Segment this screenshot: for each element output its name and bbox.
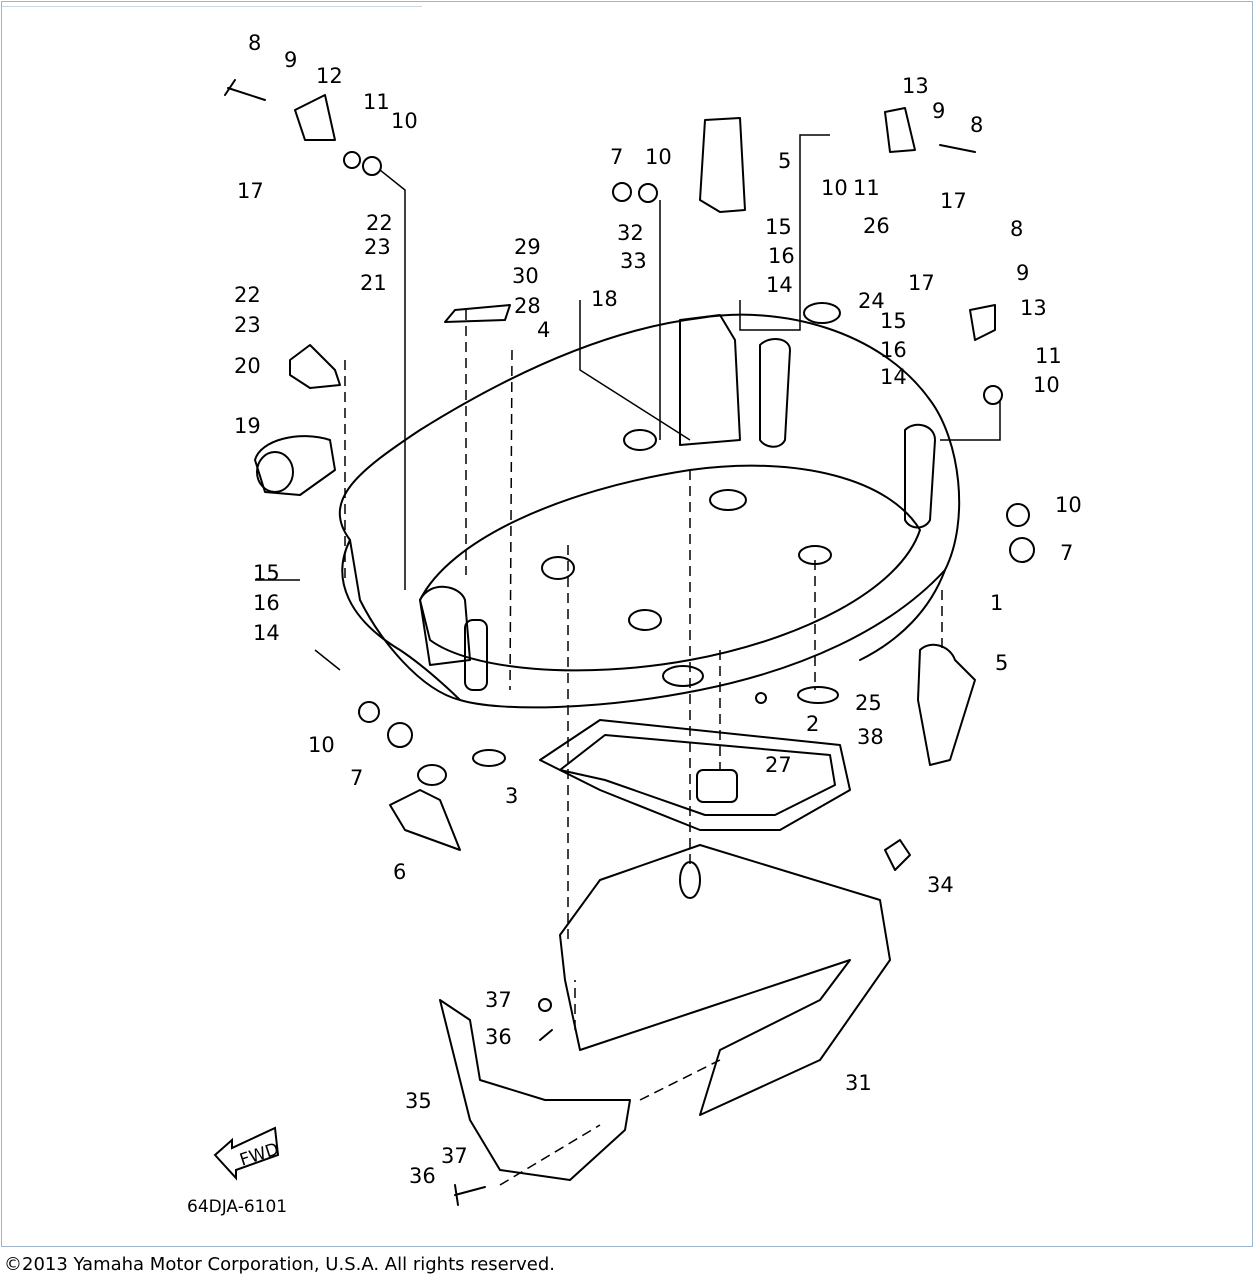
part-label-18: 18 [591,287,618,311]
part-label-27: 27 [765,753,792,777]
part-label-4: 4 [537,318,550,342]
part-label-9-right: 9 [1016,261,1029,285]
part-label-38: 38 [857,725,884,749]
part-label-7-right: 7 [1060,541,1073,565]
parts-diagram: 1 2 3 4 5 5 6 7 7 7 8 8 8 9 9 9 10 10 10… [187,31,1082,1217]
part-label-12: 12 [316,64,343,88]
drawing-code: 64DJA-6101 [187,1197,287,1217]
part-label-20: 20 [234,354,261,378]
part-label-15-a: 15 [765,215,792,239]
part-label-1: 1 [990,591,1003,615]
part-label-11-c: 11 [1035,344,1062,368]
part-label-23-b: 23 [234,313,261,337]
part-label-7-top: 7 [610,145,623,169]
part-label-16-a: 16 [768,244,795,268]
part-label-24: 24 [858,289,885,313]
part-labels: 1 2 3 4 5 5 6 7 7 7 8 8 8 9 9 9 10 10 10… [234,31,1082,1188]
part-label-14-c: 14 [253,621,280,645]
part-label-11-a: 11 [363,90,390,114]
part-label-10-d: 10 [1033,373,1060,397]
diagram-frame [1,1,1253,1247]
part-label-16-c: 16 [253,591,280,615]
part-label-25: 25 [855,691,882,715]
part-label-10-a: 10 [391,109,418,133]
part-label-23-a: 23 [364,235,391,259]
part-label-14-a: 14 [766,273,793,297]
part-label-34: 34 [927,873,954,897]
part-label-32: 32 [617,221,644,245]
bottom-cowling-outline [338,313,961,709]
part-label-19: 19 [234,414,261,438]
part-label-8-right: 8 [1010,217,1023,241]
part-label-7-left: 7 [350,766,363,790]
part-label-5-right: 5 [995,651,1008,675]
part-label-28: 28 [514,294,541,318]
part-label-29: 29 [514,235,541,259]
part-label-33: 33 [620,249,647,273]
part-label-13-top: 13 [902,74,929,98]
part-label-17-left: 17 [237,179,264,203]
part-label-9-left: 9 [284,48,297,72]
bottom-cowling-inner-rim [419,464,921,672]
part-label-9-top-right: 9 [932,99,945,123]
part-label-6: 6 [393,860,406,884]
lower-cover-35 [439,999,631,1181]
part-label-13-right: 13 [1020,296,1047,320]
part-label-8-left: 8 [248,31,261,55]
part-label-21: 21 [360,271,387,295]
bracket-38 [539,719,851,831]
part-label-5-top: 5 [778,149,791,173]
part-label-31: 31 [845,1071,872,1095]
part-label-17-mid: 17 [908,271,935,295]
lower-cover-31 [559,844,891,1116]
part-label-15-c: 15 [253,561,280,585]
part-label-16-b: 16 [880,338,907,362]
part-label-15-b: 15 [880,309,907,333]
part-label-35: 35 [405,1089,432,1113]
part-label-14-b: 14 [880,365,907,389]
copyright-text: ©2013 Yamaha Motor Corporation, U.S.A. A… [4,1254,556,1275]
part-label-8-top-right: 8 [970,113,983,137]
part-label-22-b: 22 [234,283,261,307]
part-label-36-lower: 36 [409,1164,436,1188]
part-label-3: 3 [505,784,518,808]
part-label-22-a: 22 [366,211,393,235]
part-label-10-b: 10 [645,145,672,169]
part-label-30: 30 [512,264,539,288]
part-label-37-lower: 37 [441,1144,468,1168]
part-label-2: 2 [806,712,819,736]
part-label-17-right: 17 [940,189,967,213]
fwd-label: FWD [237,1139,281,1170]
part-label-26: 26 [863,214,890,238]
part-label-36-upper: 36 [485,1025,512,1049]
part-label-10-e: 10 [1055,493,1082,517]
part-label-10-f: 10 [308,733,335,757]
fwd-arrow-icon [213,1126,280,1181]
part-label-11-b: 11 [853,176,880,200]
part-label-37-upper: 37 [485,988,512,1012]
part-label-10-c: 10 [821,176,848,200]
